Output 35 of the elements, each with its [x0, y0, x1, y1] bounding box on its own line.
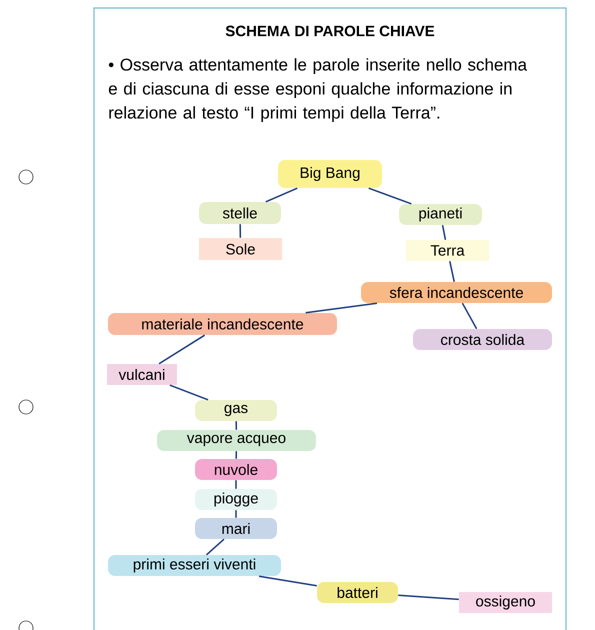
- title: SCHEMA DI PAROLE CHIAVE: [226, 26, 434, 36]
- keyword-box: crosta solida: [413, 329, 552, 350]
- connector-line: [235, 421, 238, 430]
- keyword-box: Big Bang: [278, 160, 382, 188]
- keyword-box: stelle: [199, 202, 281, 224]
- connector-line: [235, 451, 238, 459]
- connector-line: [239, 224, 242, 238]
- connector-line: [158, 334, 206, 364]
- connector-line: [442, 225, 446, 240]
- keyword-box: pianeti: [399, 204, 482, 225]
- instruction-text: • Osserva attentamente le parole inserite nello schema e di ciascuna di esse esponi qualche informazione in relazione al testo “I primi tempi della Terra”.: [108, 58, 528, 122]
- keyword-box: materiale incandescente: [108, 313, 337, 335]
- connector-line: [170, 384, 208, 400]
- connector-line: [398, 594, 459, 600]
- connector-line: [266, 188, 298, 202]
- keyword-box: batteri: [317, 582, 398, 603]
- connector-line: [235, 510, 237, 518]
- keyword-label: Terra: [406, 240, 489, 261]
- connector-line: [258, 575, 317, 586]
- connector-line: [235, 480, 237, 489]
- keyword-box: vapore acqueo: [157, 430, 316, 451]
- keyword-label: vulcani: [107, 364, 177, 385]
- keyword-box: nuvole: [195, 459, 277, 480]
- keyword-box: piogge: [195, 489, 277, 510]
- connector-line: [462, 302, 478, 330]
- connector-line: [368, 188, 412, 204]
- keyword-box: sfera incandescente: [361, 282, 552, 303]
- connector-line: [206, 538, 224, 556]
- connector-line: [306, 302, 378, 314]
- keyword-label: Sole: [199, 238, 282, 260]
- keyword-box: gas: [195, 400, 277, 421]
- keyword-label: ossigeno: [459, 592, 552, 613]
- keyword-box: primi esseri viventi: [108, 555, 281, 576]
- keyword-box: mari: [195, 518, 277, 539]
- connector-line: [449, 261, 455, 282]
